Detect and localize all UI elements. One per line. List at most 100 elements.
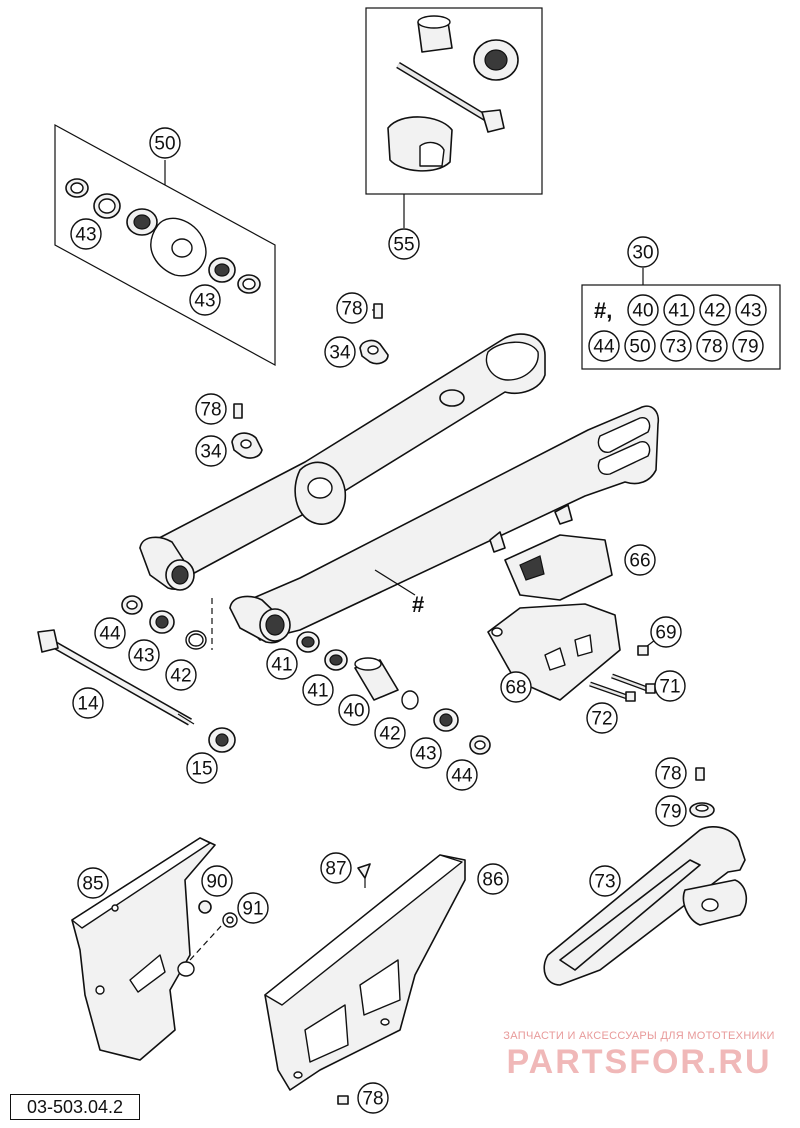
callout-circle xyxy=(165,659,197,691)
callout-circle xyxy=(586,702,618,734)
callout-79: 79 xyxy=(655,795,687,827)
kit-item-label: 41 xyxy=(668,301,689,322)
callout-41: 41 xyxy=(302,674,334,706)
kit-item-40: 40 xyxy=(627,294,659,326)
callout-34: 34 xyxy=(195,435,227,467)
callout-circle xyxy=(336,292,368,324)
kit-bearing-2 xyxy=(208,257,236,283)
bolt-kit-panel xyxy=(365,7,543,228)
callout-43: 43 xyxy=(410,737,442,769)
cable-clamp-lower xyxy=(231,403,263,459)
callout-91: 91 xyxy=(237,892,269,924)
callout-50: 50 xyxy=(149,127,181,159)
callout-55: 55 xyxy=(388,228,420,260)
callout-label: 44 xyxy=(99,624,121,645)
callout-label: 86 xyxy=(482,870,503,891)
kit-bolt xyxy=(396,62,505,133)
callout-label: 42 xyxy=(379,724,400,745)
callout-circle xyxy=(94,617,126,649)
kit-item-label: 40 xyxy=(632,301,653,322)
callout-43: 43 xyxy=(128,639,160,671)
kit-item-label: 79 xyxy=(737,337,758,358)
callout-label: 42 xyxy=(170,666,191,687)
swingarm: # xyxy=(139,333,660,650)
kit-item-label: 73 xyxy=(665,337,686,358)
callout-circle xyxy=(77,867,109,899)
callout-label: 69 xyxy=(655,623,676,644)
callout-circle xyxy=(655,795,687,827)
left-bearing-stack xyxy=(121,595,207,650)
callout-87: 87 xyxy=(320,852,352,884)
watermark: ЗАПЧАСТИ И АКСЕССУАРЫ ДЛЯ МОТОТЕХНИКИ PA… xyxy=(486,1030,792,1082)
callout-label: 40 xyxy=(343,701,364,722)
callout-label: 78 xyxy=(362,1089,383,1110)
kit-seal-1 xyxy=(65,178,89,198)
callout-circle xyxy=(388,228,420,260)
kit-item-label: 78 xyxy=(701,337,722,358)
pivot-shaft xyxy=(37,629,195,726)
kit-bearing-1 xyxy=(126,208,158,236)
callout-72: 72 xyxy=(586,702,618,734)
callout-label: 41 xyxy=(307,681,328,702)
callout-circle xyxy=(189,284,221,316)
chain-guard xyxy=(71,837,238,1061)
callout-43: 43 xyxy=(70,218,102,250)
callout-42: 42 xyxy=(165,659,197,691)
callout-label: 85 xyxy=(82,874,103,895)
callout-78: 78 xyxy=(336,292,368,324)
pivot-nut xyxy=(208,727,236,753)
callout-label: 90 xyxy=(206,872,227,893)
kit-item-42: 42 xyxy=(699,294,731,326)
kit-item-label: 44 xyxy=(593,337,615,358)
kit-item-circle xyxy=(588,330,620,362)
callout-86: 86 xyxy=(477,863,509,895)
bearing-kit-panel xyxy=(54,123,276,367)
kit-30-header-symbol: #, xyxy=(594,298,612,323)
callout-circle xyxy=(149,127,181,159)
swingarm-mark: # xyxy=(412,592,424,617)
kit-seal-2 xyxy=(237,274,261,294)
kit-item-73: 73 xyxy=(660,330,692,362)
kit-item-43: 43 xyxy=(735,294,767,326)
kit-item-circle xyxy=(624,330,656,362)
callout-circle xyxy=(357,1082,389,1114)
kit-item-79: 79 xyxy=(732,330,764,362)
callout-circle xyxy=(195,435,227,467)
callout-78: 78 xyxy=(655,757,687,789)
callout-circle xyxy=(500,671,532,703)
callout-label: 55 xyxy=(393,235,414,256)
kit-item-label: 43 xyxy=(740,301,761,322)
kit-30-box: #, xyxy=(581,268,781,370)
callout-68: 68 xyxy=(500,671,532,703)
callout-circle xyxy=(302,674,334,706)
chain-slider xyxy=(543,767,748,986)
watermark-logo: PARTSFOR.RU xyxy=(506,1043,772,1081)
callout-label: 91 xyxy=(242,899,263,920)
callout-label: 43 xyxy=(194,291,215,312)
callout-66: 66 xyxy=(624,544,656,576)
callout-label: 34 xyxy=(200,442,222,463)
callout-label: 50 xyxy=(154,134,175,155)
callout-label: 43 xyxy=(415,744,436,765)
callout-circle xyxy=(237,892,269,924)
frame-guard xyxy=(264,854,466,1105)
callout-label: 73 xyxy=(594,872,615,893)
kit-30-contents: 40 41 42 43 44 50 73 78 79 xyxy=(588,294,767,362)
document-code: 03-503.04.2 xyxy=(10,1094,140,1120)
callout-circle xyxy=(624,544,656,576)
kit-item-circle xyxy=(627,294,659,326)
callout-label: 87 xyxy=(325,859,346,880)
callout-circle xyxy=(70,218,102,250)
callout-label: 34 xyxy=(329,343,351,364)
kit-item-label: 50 xyxy=(629,337,650,358)
kit-ring-1 xyxy=(93,193,121,219)
callout-circle xyxy=(627,236,659,268)
callout-label: 72 xyxy=(591,709,612,730)
callout-circle xyxy=(320,852,352,884)
callout-label: 43 xyxy=(133,646,154,667)
callout-circle xyxy=(72,687,104,719)
callout-30: 30 xyxy=(627,236,659,268)
callout-71: 71 xyxy=(654,670,686,702)
